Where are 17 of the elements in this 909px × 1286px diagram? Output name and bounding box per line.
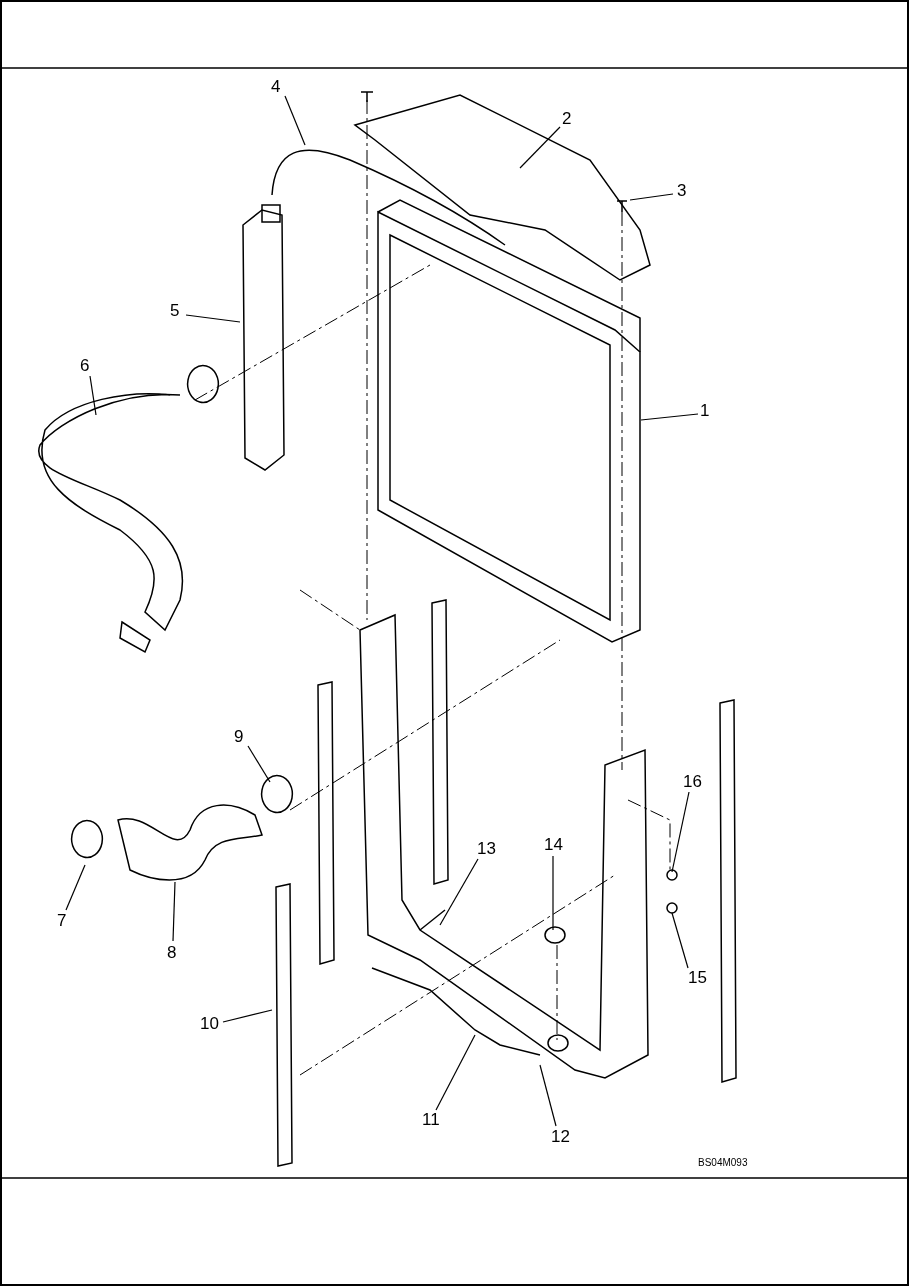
leader-line [185,314,241,323]
leader-line [671,912,689,969]
leader-line [671,791,690,873]
leader-line [89,375,97,416]
leader-line [65,864,86,911]
drawing-reference-number: BS04M093 [698,1157,748,1168]
leader-line [640,413,699,421]
leader-line [552,855,554,931]
leader-line [247,745,271,783]
leader-line [539,1064,557,1127]
leader-line [435,1034,476,1111]
leader-line [172,881,176,942]
leader-line [439,858,479,926]
leader-line [629,193,674,201]
leader-line [284,95,306,146]
leader-line [222,1009,273,1023]
leader-line [519,126,561,169]
